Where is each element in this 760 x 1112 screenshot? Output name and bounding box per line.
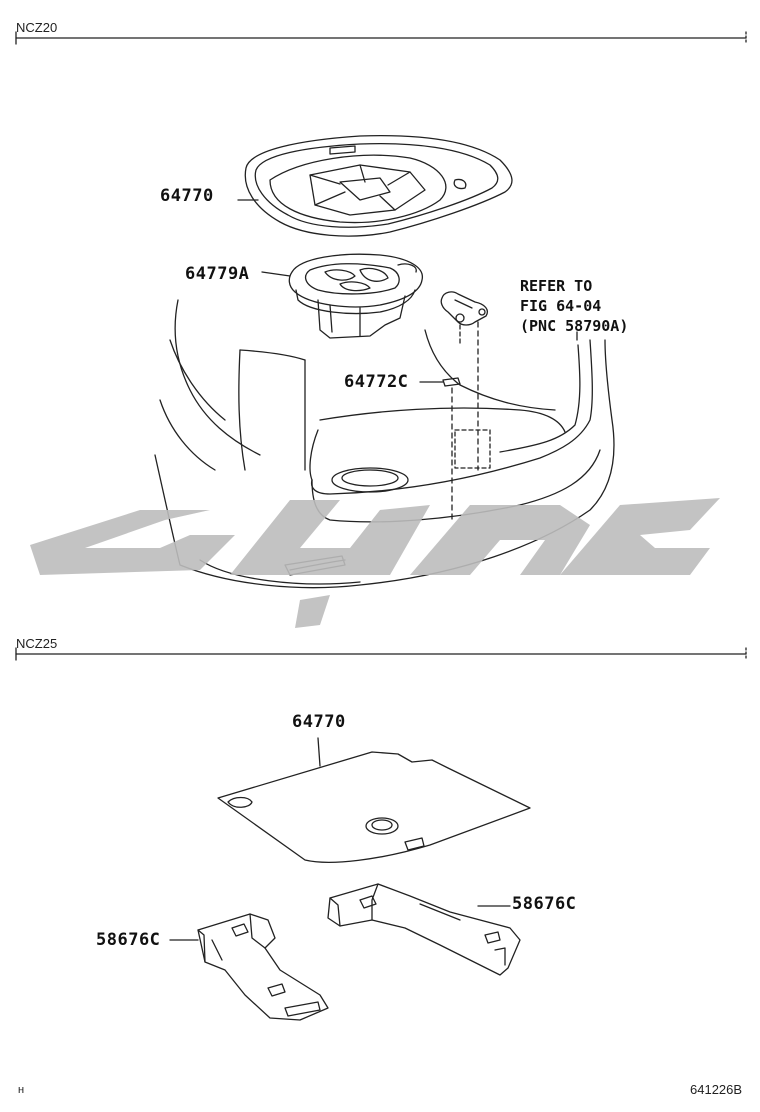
section-rule-ncz20 [15, 31, 747, 45]
floor-mat-top [237, 135, 513, 237]
footer-mark: ʜ [18, 1084, 25, 1096]
part-label-clip: 64772C [344, 372, 409, 392]
tool-tray-top [261, 253, 423, 339]
refer-note-line1: REFER TO [520, 277, 593, 295]
floor-mat-bottom [217, 737, 531, 863]
part-label-floor-mat-bottom: 64770 [292, 712, 346, 732]
clip-64772c [419, 377, 461, 521]
hook-clip-top [440, 291, 489, 471]
refer-note-line3: (PNC 58790A) [520, 317, 629, 335]
support-left-bottom [169, 913, 329, 1021]
section-label-ncz20: NCZ20 [16, 20, 58, 35]
part-label-support-right: 58676C [512, 894, 577, 914]
part-label-floor-mat: 64770 [160, 186, 214, 206]
part-label-support-left: 58676C [96, 930, 161, 950]
section-rule-ncz25 [15, 647, 747, 661]
support-right-bottom [327, 883, 521, 976]
refer-note-line2: FIG 64-04 [520, 297, 602, 315]
illustration-code: 641226B [690, 1082, 743, 1097]
section-label-ncz25: NCZ25 [16, 636, 58, 651]
watermark [30, 498, 720, 628]
part-label-tool-tray: 64779A [185, 264, 250, 284]
